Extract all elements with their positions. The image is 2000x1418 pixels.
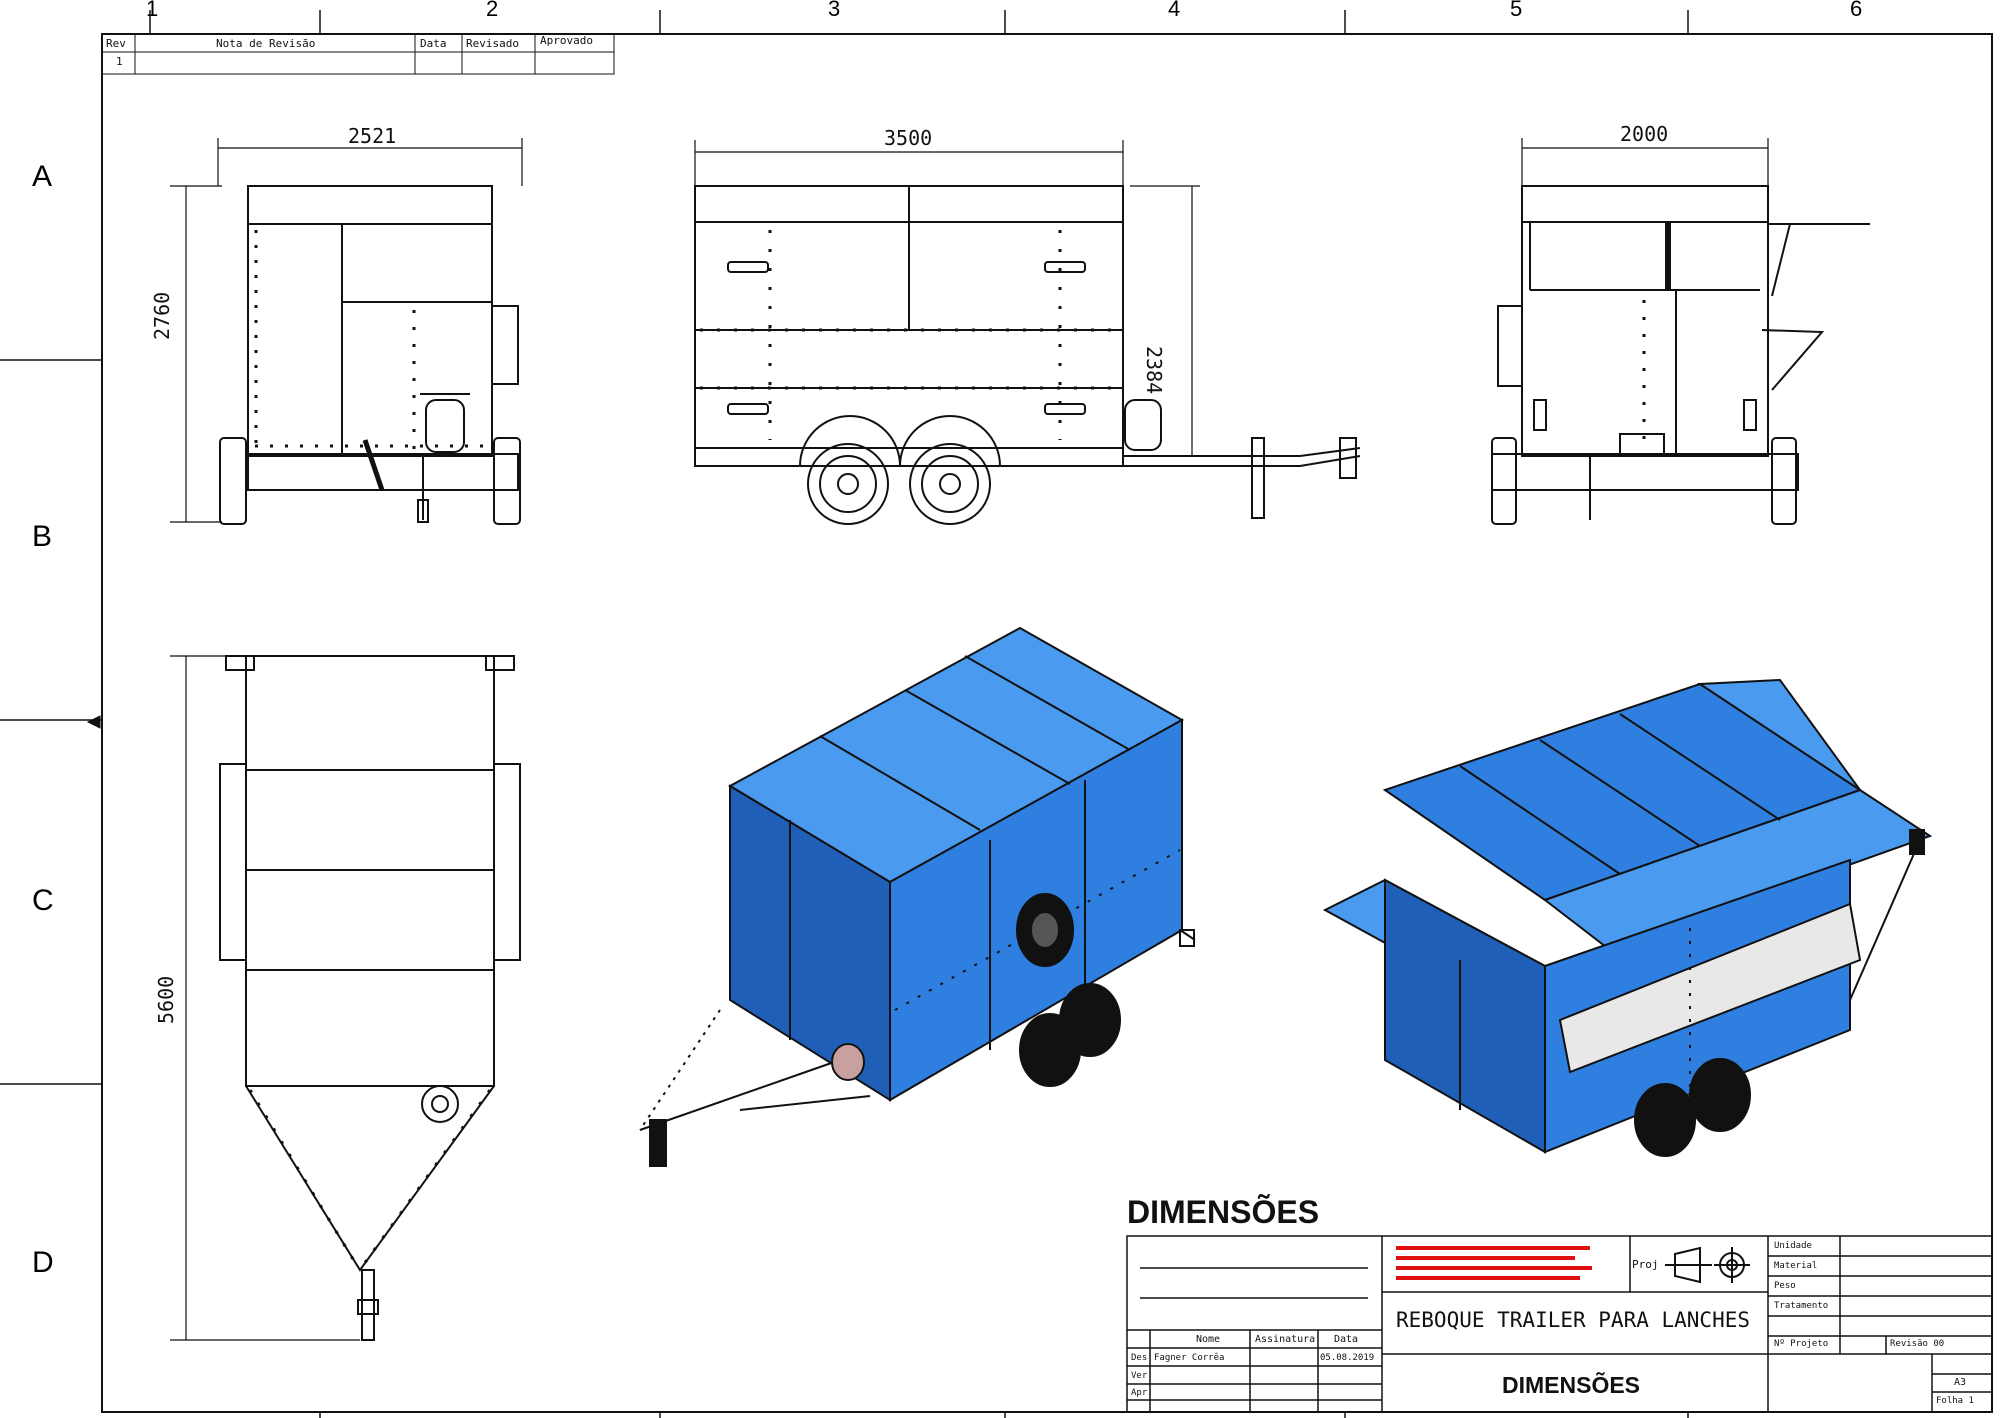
dimension-front-width: 2521 bbox=[348, 124, 397, 148]
front-dimension-lines bbox=[170, 138, 523, 523]
row-label-a: A bbox=[32, 160, 53, 193]
revision-header-reviewed: Revisado bbox=[466, 37, 519, 50]
title-block-grid bbox=[1126, 1235, 1993, 1413]
top-view bbox=[219, 655, 521, 1341]
sign-header-signature: Assinatura bbox=[1255, 1334, 1316, 1345]
sign-role-des: Des bbox=[1131, 1353, 1148, 1363]
rear-view bbox=[1491, 185, 1870, 525]
column-label-4: 4 bbox=[1168, 0, 1181, 21]
side-dimension-lines bbox=[694, 140, 1200, 456]
side-view bbox=[694, 185, 1361, 525]
dimension-rear-width: 2000 bbox=[1620, 122, 1669, 146]
sign-header-date: Data bbox=[1334, 1334, 1359, 1345]
revision-header-note: Nota de Revisão bbox=[216, 37, 316, 50]
column-label-6: 6 bbox=[1850, 0, 1863, 21]
warning-note-lines bbox=[1396, 1246, 1592, 1280]
title-label-treatment: Tratamento bbox=[1774, 1301, 1829, 1311]
revision-table-grid bbox=[101, 33, 615, 75]
revision-header-rev: Rev bbox=[106, 37, 126, 50]
rear-dimension-lines bbox=[1521, 138, 1769, 186]
isometric-view-left bbox=[639, 626, 1196, 1167]
sign-header-name: Nome bbox=[1196, 1334, 1221, 1345]
title-label-unit: Unidade bbox=[1774, 1241, 1812, 1251]
revision-header-approved: Aprovado bbox=[540, 34, 593, 47]
row-label-d: D bbox=[32, 1246, 54, 1279]
revision-header-date: Data bbox=[420, 37, 447, 50]
section-title: DIMENSÕES bbox=[1127, 1194, 1320, 1230]
title-revision: Revisão 00 bbox=[1890, 1339, 1945, 1349]
dimension-side-height: 2384 bbox=[1142, 346, 1166, 395]
column-label-5: 5 bbox=[1510, 0, 1523, 21]
title-label-material: Material bbox=[1774, 1261, 1818, 1271]
row-label-b: B bbox=[32, 520, 53, 553]
title-label-project: Nº Projeto bbox=[1774, 1339, 1829, 1349]
sign-date-des: 05.08.2019 bbox=[1320, 1353, 1375, 1363]
revision-row-number: 1 bbox=[116, 55, 123, 68]
drawing-title: REBOQUE TRAILER PARA LANCHES bbox=[1396, 1308, 1751, 1332]
sign-role-ver: Ver bbox=[1131, 1371, 1148, 1381]
sheet-frame bbox=[0, 10, 1993, 1418]
sign-role-apr: Apr bbox=[1131, 1388, 1148, 1398]
title-label-weight: Peso bbox=[1774, 1281, 1796, 1291]
dimension-front-height: 2760 bbox=[150, 291, 174, 340]
row-label-c: C bbox=[32, 884, 54, 917]
column-label-2: 2 bbox=[486, 0, 499, 21]
sheet-name: DIMENSÕES bbox=[1502, 1372, 1641, 1398]
isometric-view-right bbox=[1322, 678, 1933, 1157]
projection-label: Proj bbox=[1632, 1258, 1659, 1271]
sign-name-des: Fagner Corrêa bbox=[1154, 1353, 1225, 1363]
top-dimension-lines bbox=[170, 655, 360, 1341]
column-label-3: 3 bbox=[828, 0, 841, 21]
column-label-1: 1 bbox=[146, 0, 159, 21]
front-view bbox=[219, 185, 521, 525]
title-page: Folha 1 bbox=[1936, 1396, 1974, 1406]
title-size: A3 bbox=[1954, 1377, 1967, 1388]
projection-symbol-icon bbox=[1665, 1246, 1750, 1284]
dimension-top-length: 5600 bbox=[154, 975, 178, 1024]
dimension-side-length: 3500 bbox=[884, 126, 933, 150]
